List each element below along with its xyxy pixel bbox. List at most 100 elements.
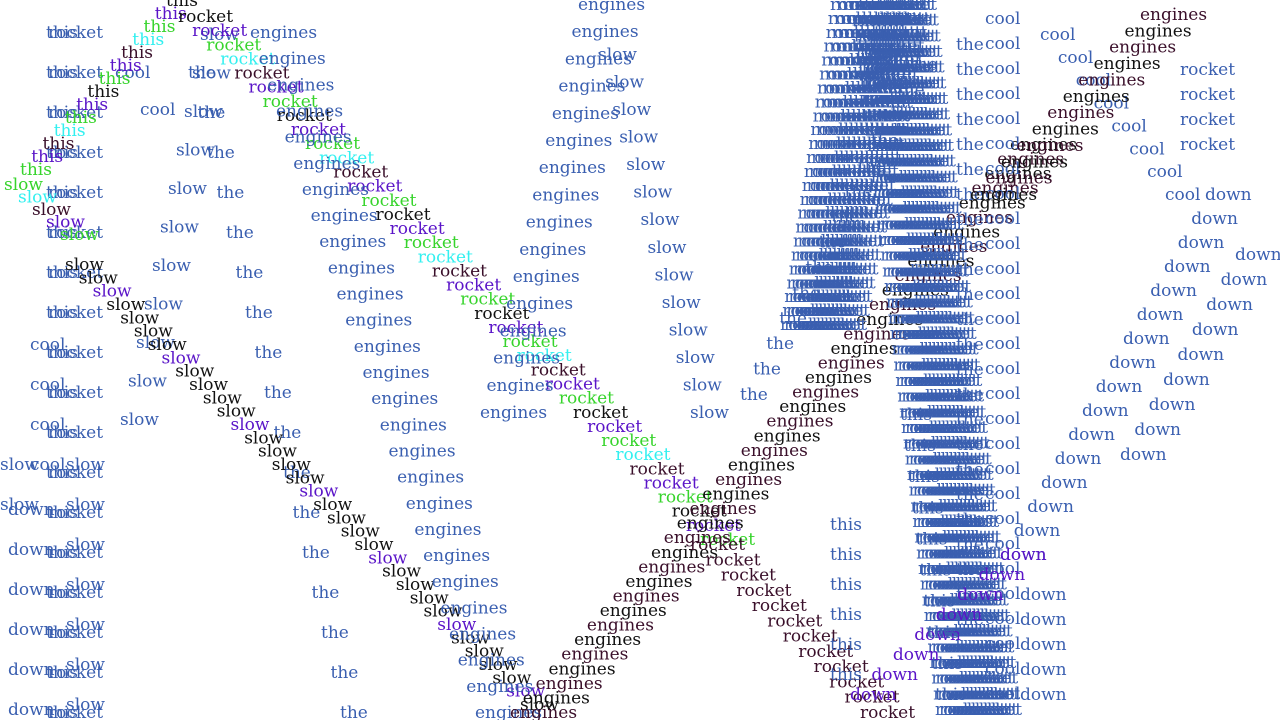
- word-this: this: [927, 623, 959, 643]
- word-rocket: rocket: [882, 230, 937, 250]
- word-cool: cool: [30, 375, 65, 395]
- word-slow: slow: [612, 100, 651, 120]
- word-cool: cool: [985, 584, 1020, 604]
- word-rocket: rocket: [376, 205, 431, 225]
- word-rocket: rocket: [894, 230, 949, 250]
- word-rocket: rocket: [884, 11, 939, 31]
- word-the: the: [274, 423, 302, 443]
- word-rocket: rocket: [899, 136, 954, 156]
- word-rocket: rocket: [900, 308, 955, 328]
- word-slow: slow: [648, 238, 687, 258]
- word-rocket: rocket: [816, 148, 871, 168]
- word-down: down: [1020, 585, 1067, 605]
- word-rocket: rocket: [927, 402, 982, 422]
- word-rocket: rocket: [885, 152, 940, 172]
- word-rocket: rocket: [907, 434, 962, 454]
- word-down: down: [1178, 345, 1225, 365]
- word-rocket: rocket: [861, 79, 916, 99]
- word-rocket: rocket: [904, 246, 959, 266]
- word-rocket: rocket: [826, 148, 881, 168]
- word-rocket: rocket: [886, 261, 941, 281]
- word-rocket: rocket: [860, 11, 915, 31]
- word-rocket: rocket: [913, 355, 968, 375]
- word-rocket: rocket: [955, 669, 1010, 689]
- word-rocket: rocket: [940, 543, 995, 563]
- word-down: down: [1150, 281, 1197, 301]
- word-rocket: rocket: [920, 575, 975, 595]
- word-rocket: rocket: [858, 58, 913, 78]
- word-this: this: [935, 685, 967, 705]
- word-the: the: [956, 360, 984, 380]
- word-rocket: rocket: [933, 684, 988, 704]
- word-down: down: [1149, 395, 1196, 415]
- word-rocket: rocket: [862, 58, 917, 78]
- word-rocket: rocket: [1180, 135, 1235, 155]
- word-rocket: rocket: [954, 590, 1009, 610]
- word-rocket: rocket: [937, 481, 992, 501]
- word-down: down: [1192, 320, 1239, 340]
- word-rocket: rocket: [818, 218, 873, 238]
- word-the: the: [871, 131, 899, 151]
- word-rocket: rocket: [886, 230, 941, 250]
- word-rocket: rocket: [880, 11, 935, 31]
- word-slow: slow: [66, 575, 105, 595]
- word-slow: slow: [168, 179, 207, 199]
- word-cool: cool: [985, 384, 1020, 404]
- word-slow: slow: [327, 508, 366, 528]
- word-rocket: rocket: [906, 293, 961, 313]
- word-rocket: rocket: [875, 9, 930, 29]
- word-rocket: rocket: [941, 684, 996, 704]
- word-rocket: rocket: [818, 287, 873, 307]
- word-rocket: rocket: [910, 324, 965, 344]
- word-rocket: rocket: [951, 700, 1006, 720]
- word-rocket: rocket: [915, 371, 970, 391]
- word-the: the: [845, 182, 873, 202]
- word-rocket: rocket: [905, 387, 960, 407]
- word-rocket: rocket: [893, 152, 948, 172]
- word-engines: engines: [276, 102, 343, 122]
- word-rocket: rocket: [919, 465, 974, 485]
- word-engines: engines: [754, 426, 821, 446]
- word-engines: engines: [513, 267, 580, 287]
- word-rocket: rocket: [926, 496, 981, 516]
- word-rocket: rocket: [865, 120, 920, 140]
- word-rocket: rocket: [871, 136, 926, 156]
- word-down: down: [1020, 635, 1067, 655]
- word-slow: slow: [382, 562, 421, 582]
- word-rocket: rocket: [834, 134, 889, 154]
- word-rocket: rocket: [936, 606, 991, 626]
- word-rocket: rocket: [938, 528, 993, 548]
- word-rocket: rocket: [794, 301, 849, 321]
- word-engines: engines: [311, 206, 378, 226]
- word-rocket: rocket: [48, 543, 103, 563]
- word-rocket: rocket: [924, 543, 979, 563]
- word-engines: engines: [677, 514, 744, 534]
- word-rocket: rocket: [946, 590, 1001, 610]
- word-cool: cool: [30, 415, 65, 435]
- word-rocket: rocket: [882, 0, 937, 15]
- word-rocket: rocket: [958, 622, 1013, 642]
- word-the: the: [217, 183, 245, 203]
- word-rocket: rocket: [822, 79, 877, 99]
- word-rocket: rocket: [916, 340, 971, 360]
- word-rocket: rocket: [793, 232, 848, 252]
- word-slow: slow: [66, 615, 105, 635]
- word-this: this: [830, 665, 862, 685]
- word-rocket: rocket: [929, 653, 984, 673]
- word-rocket: rocket: [930, 590, 985, 610]
- word-rocket: rocket: [801, 287, 856, 307]
- word-rocket: rocket: [898, 324, 953, 344]
- word-rocket: rocket: [902, 293, 957, 313]
- word-rocket: rocket: [936, 575, 991, 595]
- word-rocket: rocket: [893, 120, 948, 140]
- word-rocket: rocket: [935, 465, 990, 485]
- word-rocket: rocket: [48, 63, 103, 83]
- word-rocket: rocket: [909, 355, 964, 375]
- word-rocket: rocket: [929, 418, 984, 438]
- word-rocket: rocket: [887, 199, 942, 219]
- word-rocket: rocket: [837, 23, 892, 43]
- word-rocket: rocket: [896, 340, 951, 360]
- word-rocket: rocket: [910, 261, 965, 281]
- word-rocket: rocket: [933, 449, 988, 469]
- word-rocket: rocket: [893, 183, 948, 203]
